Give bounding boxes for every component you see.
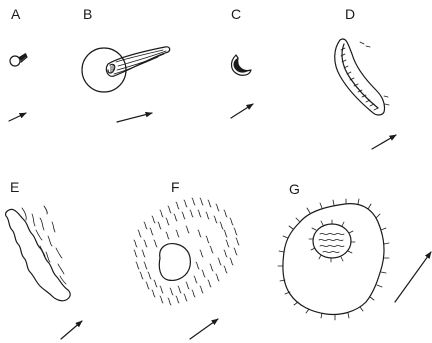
panel-g-cell <box>278 199 389 320</box>
panel-b: B <box>82 6 170 122</box>
panel-c: C <box>231 6 253 118</box>
panel-label-c: C <box>231 6 241 22</box>
panel-d-cell <box>335 39 389 115</box>
panel-c-cell <box>231 55 251 75</box>
panel-g-direction-arrow <box>395 252 431 302</box>
panel-a-direction-arrow <box>9 113 26 121</box>
panel-label-d: D <box>345 6 355 22</box>
panel-a: A <box>9 6 27 121</box>
panel-d: D <box>335 6 396 149</box>
panel-g: G <box>278 181 431 320</box>
panel-d-direction-arrow <box>372 135 396 149</box>
panel-label-b: B <box>83 6 92 22</box>
panel-a-cell <box>10 53 27 66</box>
panel-label-f: F <box>171 179 180 195</box>
panel-label-a: A <box>11 6 21 22</box>
panel-c-direction-arrow <box>231 104 253 118</box>
panel-f: F <box>134 179 239 339</box>
panel-label-e: E <box>10 179 19 195</box>
panel-e: E <box>6 179 82 339</box>
panel-b-cell <box>82 47 170 92</box>
panel-e-cell <box>6 206 71 301</box>
panel-f-cell <box>134 198 239 305</box>
panel-e-direction-arrow <box>61 321 82 339</box>
panel-b-direction-arrow <box>117 113 152 122</box>
panel-f-direction-arrow <box>190 319 218 339</box>
panel-label-g: G <box>289 181 300 197</box>
